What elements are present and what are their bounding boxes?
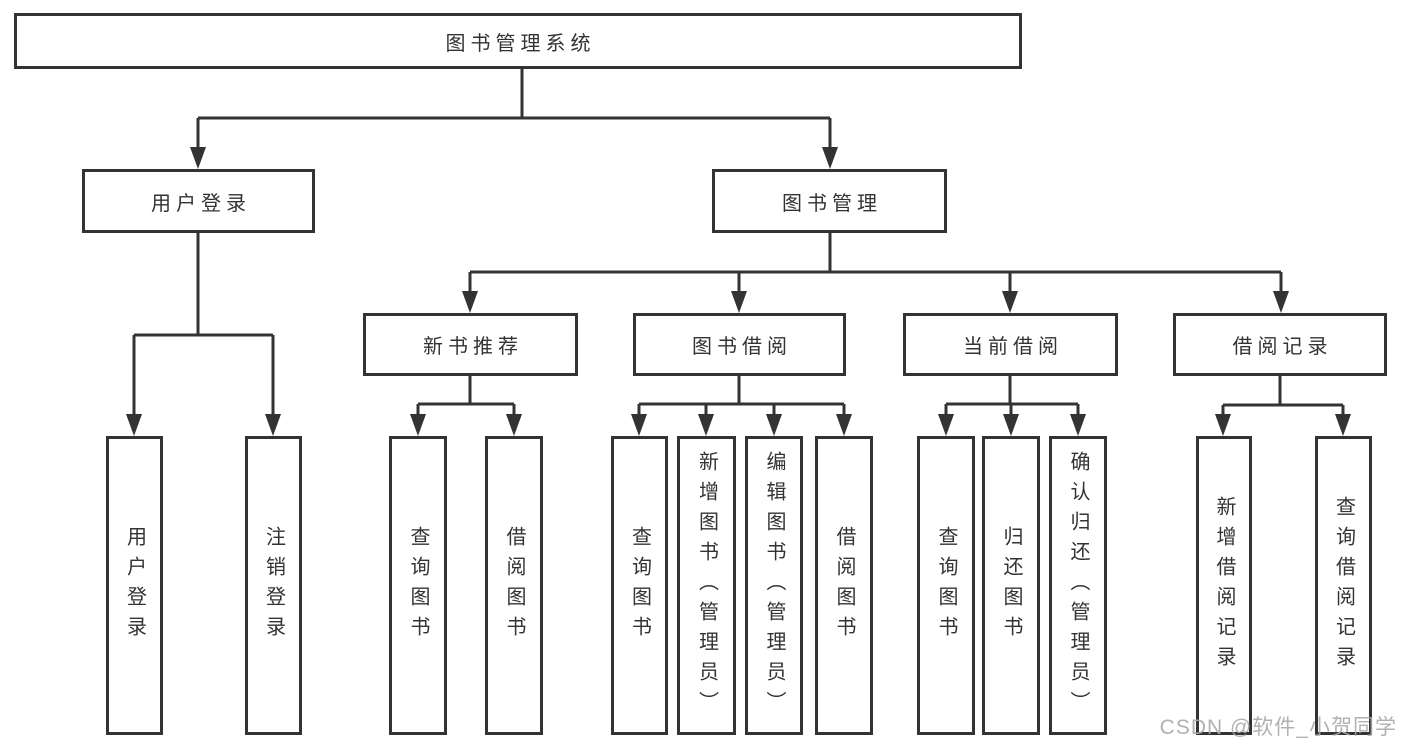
leaf-logout: 注销登录: [245, 436, 302, 735]
connector-paths: [132, 69, 1345, 420]
leaf-return-books: 归还图书: [982, 436, 1040, 735]
node-new-book-recommend: 新书推荐: [363, 313, 578, 376]
node-book-management-label: 图书管理: [782, 192, 882, 215]
node-new-book-recommend-label: 新书推荐: [423, 336, 523, 358]
leaf-query-books-borrow-label: 查询图书: [628, 525, 651, 646]
leaf-borrow-books: 借阅图书: [815, 436, 873, 735]
leaf-user-login: 用户登录: [106, 436, 163, 735]
leaf-add-borrow-record-label: 新增借阅记录: [1213, 495, 1235, 676]
node-library-system: 图书管理系统: [14, 13, 1022, 69]
node-current-borrowing-label: 当前借阅: [963, 336, 1063, 358]
leaf-add-borrow-record: 新增借阅记录: [1196, 436, 1252, 735]
node-book-borrowing-label: 图书借阅: [692, 336, 792, 358]
leaf-add-books-admin: 新增图书（管理员）: [677, 436, 736, 735]
node-current-borrowing: 当前借阅: [903, 313, 1118, 376]
leaf-edit-books-admin: 编辑图书（管理员）: [745, 436, 803, 735]
leaf-query-borrow-record-label: 查询借阅记录: [1332, 495, 1355, 676]
arrowhead-icons: [126, 147, 1351, 436]
node-user-login: 用户登录: [82, 169, 315, 233]
leaf-return-books-label: 归还图书: [1000, 525, 1022, 646]
leaf-add-books-admin-label: 新增图书（管理员）: [695, 450, 718, 721]
leaf-logout-label: 注销登录: [262, 525, 285, 646]
leaf-borrow-books-label: 借阅图书: [833, 525, 855, 646]
node-book-management: 图书管理: [712, 169, 947, 233]
node-book-borrowing: 图书借阅: [633, 313, 846, 376]
leaf-confirm-return-admin-label: 确认归还（管理员）: [1067, 450, 1089, 721]
leaf-query-books-recommend-label: 查询图书: [407, 525, 429, 646]
leaf-user-login-label: 用户登录: [123, 525, 146, 646]
leaf-query-books-borrow: 查询图书: [611, 436, 668, 735]
leaf-query-books-recommend: 查询图书: [389, 436, 447, 735]
watermark: CSDN @软件_小贺同学: [1159, 716, 1397, 739]
leaf-borrow-books-recommend-label: 借阅图书: [503, 525, 525, 646]
leaf-query-books-current: 查询图书: [917, 436, 975, 735]
node-borrowing-records-label: 借阅记录: [1232, 336, 1333, 358]
leaf-borrow-books-recommend: 借阅图书: [485, 436, 543, 735]
leaf-query-books-current-label: 查询图书: [935, 525, 957, 646]
node-user-login-label: 用户登录: [151, 192, 251, 215]
leaf-query-borrow-record: 查询借阅记录: [1315, 436, 1372, 735]
node-borrowing-records: 借阅记录: [1173, 313, 1387, 376]
leaf-edit-books-admin-label: 编辑图书（管理员）: [763, 450, 785, 721]
node-library-system-label: 图书管理系统: [445, 32, 596, 55]
leaf-confirm-return-admin: 确认归还（管理员）: [1049, 436, 1107, 735]
